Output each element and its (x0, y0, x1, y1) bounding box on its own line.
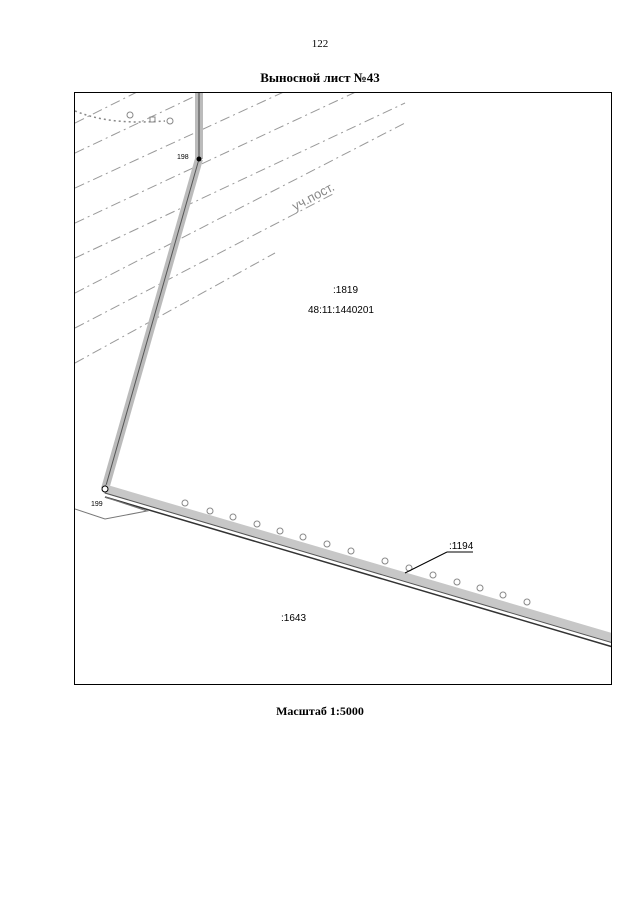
dotted-curve (75, 110, 166, 123)
parcel-label-1819: :1819 (333, 285, 358, 296)
sheet-title: Выносной лист №43 (260, 70, 380, 85)
road-markers (181, 499, 531, 606)
upper-road (101, 93, 203, 491)
point-198-marker (196, 156, 202, 162)
page-number: 122 (311, 38, 329, 50)
top-markers (126, 111, 174, 125)
parcel-label-1194: :1194 (449, 541, 474, 552)
point-label-199: 199 (91, 501, 103, 508)
leader-1194 (404, 551, 448, 574)
point-199-marker (101, 485, 109, 493)
scale-label: Масштаб 1:5000 (276, 704, 364, 718)
lower-road (75, 484, 611, 648)
map-frame: 198 199 :1819 48:11:1440201 :1643 :1194 … (74, 92, 612, 685)
hatch-lines (75, 93, 406, 364)
cadastral-block-label: 48:11:1440201 (308, 305, 374, 316)
point-label-198: 198 (177, 154, 189, 161)
map-canvas: 198 199 :1819 48:11:1440201 :1643 :1194 … (75, 93, 611, 648)
parcel-label-1643: :1643 (281, 613, 306, 624)
